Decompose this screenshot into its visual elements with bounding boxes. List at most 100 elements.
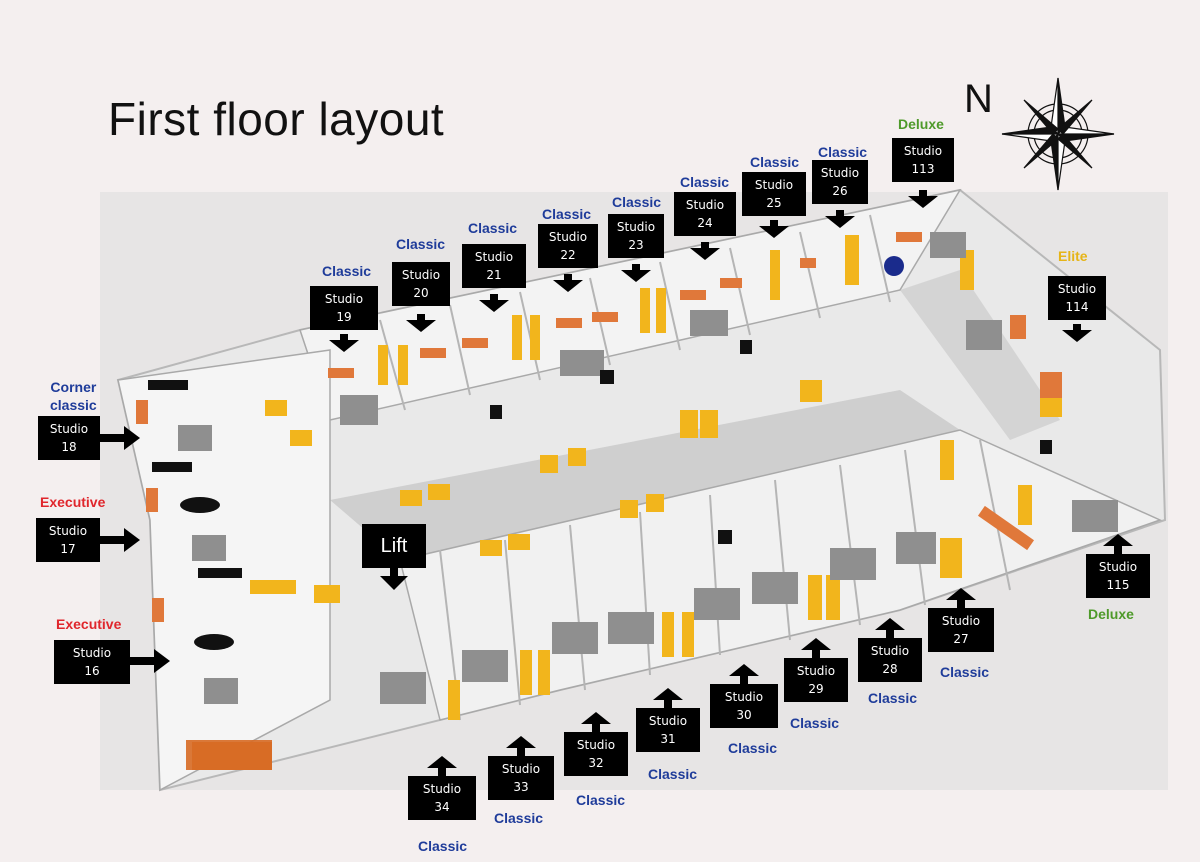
room-label-studio-114: Studio 114 <box>1048 276 1106 320</box>
room-label-text: Studio <box>1098 560 1138 574</box>
room-arrow-icon <box>875 618 905 638</box>
room-label-studio-34: Studio 34 <box>408 776 476 820</box>
room-number: 27 <box>953 632 969 646</box>
room-arrow-icon <box>825 210 855 228</box>
north-label: N <box>964 77 993 121</box>
room-number: 33 <box>513 780 529 794</box>
room-label-studio-25: Studio 25 <box>742 172 806 216</box>
room-category-32: Classic <box>576 792 626 808</box>
room-label-text: Studio <box>72 646 112 660</box>
room-label-studio-27: Studio 27 <box>928 608 994 652</box>
room-category-30: Classic <box>728 740 778 756</box>
room-arrow-icon <box>946 588 976 608</box>
room-label-text: Studio <box>474 250 514 264</box>
corridor <box>330 390 960 560</box>
room-label-studio-17: Studio 17 <box>36 518 100 562</box>
room-label-text: Studio <box>576 738 616 752</box>
room-number: 20 <box>413 286 429 300</box>
room-category-33: Classic <box>494 810 544 826</box>
room-category-24: Classic <box>680 174 730 190</box>
room-label-studio-113: Studio 113 <box>892 138 954 182</box>
room-number: 114 <box>1065 300 1089 314</box>
room-category-29: Classic <box>790 715 840 731</box>
room-category-28: Classic <box>868 690 918 706</box>
room-number: 17 <box>60 542 76 556</box>
room-label-text: Studio <box>422 782 462 796</box>
room-arrow-icon <box>130 649 170 673</box>
room-category-31: Classic <box>648 766 698 782</box>
room-label-text: Studio <box>870 644 910 658</box>
room-arrow-icon <box>506 736 536 756</box>
room-arrow-icon <box>406 314 436 332</box>
room-label-text: Studio <box>501 762 541 776</box>
room-number: 19 <box>336 310 352 324</box>
room-category-27: Classic <box>940 664 990 680</box>
room-label-text: Studio <box>941 614 981 628</box>
room-label-studio-115: Studio 115 <box>1086 554 1150 598</box>
room-label-studio-31: Studio 31 <box>636 708 700 752</box>
lift-arrow-icon <box>380 566 408 590</box>
room-label-text: Studio <box>616 220 656 234</box>
room-number: 21 <box>486 268 502 282</box>
room-arrow-icon <box>100 528 140 552</box>
room-arrow-icon <box>759 220 789 238</box>
room-label-text: Studio <box>754 178 794 192</box>
east-corridor <box>900 270 1060 440</box>
room-label-text: Studio <box>48 524 88 538</box>
room-category-19: Classic <box>322 263 372 279</box>
room-label-text: Studio <box>796 664 836 678</box>
room-label-text: Studio <box>1057 282 1097 296</box>
room-label-text: Studio <box>724 690 764 704</box>
room-arrow-icon <box>690 242 720 260</box>
room-label-text: Studio <box>548 230 588 244</box>
page-title: First floor layout <box>108 93 445 145</box>
room-number: 28 <box>882 662 898 676</box>
room-label-studio-16: Studio 16 <box>54 640 130 684</box>
lift-label: Lift <box>362 524 426 568</box>
room-number: 31 <box>660 732 676 746</box>
room-arrow-icon <box>329 334 359 352</box>
room-category-25: Classic <box>750 154 800 170</box>
room-number: 115 <box>1106 578 1130 592</box>
room-arrow-icon <box>908 190 938 208</box>
room-arrow-icon <box>1062 324 1092 342</box>
doors <box>250 235 1062 720</box>
room-label-studio-33: Studio 33 <box>488 756 554 800</box>
room-category-16: Executive <box>56 616 122 632</box>
room-arrow-icon <box>581 712 611 732</box>
room-number: 16 <box>84 664 100 678</box>
room-number: 18 <box>61 440 77 454</box>
room-arrow-icon <box>100 426 140 450</box>
room-arrow-icon <box>653 688 683 708</box>
room-category-18: Corner classic <box>50 379 97 413</box>
room-arrow-icon <box>729 664 759 684</box>
room-category-114: Elite <box>1058 248 1088 264</box>
room-number: 34 <box>434 800 450 814</box>
room-category-26: Classic <box>818 144 868 160</box>
room-number: 25 <box>766 196 782 210</box>
room-label-text: Studio <box>49 422 89 436</box>
room-category-23: Classic <box>612 194 662 210</box>
room-number: 22 <box>560 248 576 262</box>
compass-rose-icon: N <box>964 77 1115 191</box>
room-label-text: Studio <box>648 714 688 728</box>
room-category-113: Deluxe <box>898 116 944 132</box>
room-number: 113 <box>911 162 935 176</box>
room-number: 29 <box>808 682 824 696</box>
room-label-studio-18: Studio 18 <box>38 416 100 460</box>
room-label-text: Studio <box>903 144 943 158</box>
room-arrow-icon <box>1103 534 1133 554</box>
chairs <box>148 340 1052 650</box>
room-arrow-icon <box>553 274 583 292</box>
room-label-text: Studio <box>685 198 725 212</box>
room-category-21: Classic <box>468 220 518 236</box>
room-label-studio-29: Studio 29 <box>784 658 848 702</box>
room-label-text: Studio <box>401 268 441 282</box>
room-category-115: Deluxe <box>1088 606 1134 622</box>
staircase <box>186 740 272 770</box>
